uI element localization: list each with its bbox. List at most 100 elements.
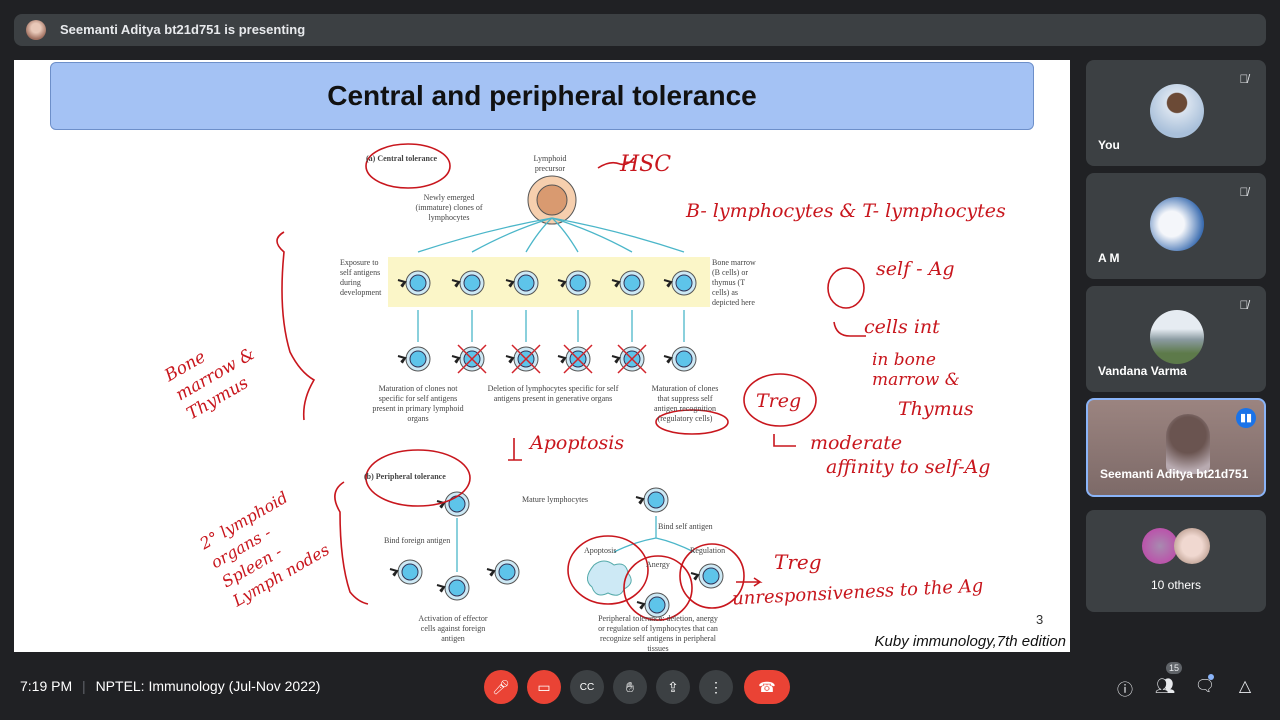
lymphocyte: [557, 270, 591, 296]
deleted-lymphocyte: [505, 344, 541, 374]
annotation-apoptosis: Apoptosis: [530, 432, 625, 454]
chat-icon: 🗨︎: [1194, 678, 1216, 695]
bone-marrow-label: Bone marrow (B cells) or thymus (T cells…: [712, 258, 756, 307]
activities-icon: △: [1238, 678, 1252, 695]
lymphocyte: [690, 563, 724, 589]
more-vert-icon: ⋮: [709, 678, 723, 695]
diagram-graphics: [276, 143, 866, 621]
avatar: [1150, 84, 1204, 138]
arrow: [471, 217, 553, 253]
annotation-treg: Treg: [756, 390, 802, 412]
exposure-band: [388, 257, 710, 307]
peripheral-tolerance-label: (b) Peripheral tolerance: [364, 472, 446, 481]
lymphocyte: [397, 270, 431, 296]
mic-off-icon: 🎙̸: [1239, 185, 1249, 199]
participant-tile-am[interactable]: 🎙̸ A M: [1086, 173, 1266, 279]
lymphocyte: [611, 270, 645, 296]
hand-icon: ✋︎: [626, 678, 634, 695]
annotation-bone-marrow: in bone marrow &: [872, 350, 960, 390]
lymphocyte: [635, 487, 669, 513]
hang-up-icon: ☎︎: [758, 678, 776, 695]
participant-tile-vandana[interactable]: 🎙̸ Vandana Varma: [1086, 286, 1266, 392]
arrow: [551, 217, 579, 253]
participant-tile-seemanti[interactable]: ▮▮ Seemanti Aditya bt21d751: [1086, 398, 1266, 497]
lymphocyte: [436, 491, 470, 517]
people-count-badge: 15: [1166, 662, 1183, 674]
lymphocyte: [397, 346, 431, 372]
participant-name: Seemanti Aditya bt21d751: [1100, 467, 1249, 481]
raise-hand-button[interactable]: ✋︎: [613, 670, 647, 704]
arrow: [417, 217, 553, 253]
avatar: [1150, 197, 1204, 251]
annotation-treg-2: Treg: [774, 550, 822, 574]
participant-name: Vandana Varma: [1098, 364, 1187, 378]
central-tolerance-label: (a) Central tolerance: [366, 154, 438, 163]
mic-off-icon: 🎙̸: [1239, 298, 1249, 312]
lymphoid-precursor-cell: [527, 175, 577, 225]
activation-label: Activation of effector cells against for…: [418, 614, 488, 643]
exposure-label: Exposure to self antigens during develop…: [340, 258, 382, 297]
lymphocyte: [486, 559, 520, 585]
captions-icon: CC: [579, 681, 595, 693]
mic-toggle-button[interactable]: 🎤︎: [484, 670, 518, 704]
lymphoid-precursor-label: Lymphoid precursor: [533, 154, 567, 173]
arrow: [551, 217, 685, 253]
meeting-info: 7:19 PM | NPTEL: Immunology (Jul-Nov 202…: [20, 678, 321, 694]
peripheral-summary-label: Peripheral tolerance: deletion, anergy o…: [598, 614, 718, 652]
presenting-bar: Seemanti Aditya bt21d751 is presenting: [14, 14, 1266, 46]
mic-off-icon: 🎤︎: [492, 678, 510, 695]
lymphocyte: [451, 270, 485, 296]
activities-button[interactable]: △: [1234, 676, 1256, 698]
info-icon: ⓘ: [1116, 682, 1133, 699]
lymphocyte: [636, 592, 670, 618]
arrow: [613, 516, 695, 553]
avatar: [1142, 528, 1178, 564]
speaking-indicator-icon: ▮▮: [1236, 408, 1256, 428]
apoptosis-label: Apoptosis: [584, 546, 617, 555]
annotation-cells-int: cells int: [864, 316, 940, 338]
participant-name: A M: [1098, 251, 1120, 265]
mature-lymphocytes-label: Mature lymphocytes: [522, 495, 588, 504]
people-icon: 👥︎: [1154, 678, 1176, 695]
more-options-button[interactable]: ⋮: [699, 670, 733, 704]
people-button[interactable]: 👥︎ 15: [1154, 662, 1183, 698]
lymphocyte: [436, 575, 470, 601]
slide-title: Central and peripheral tolerance: [327, 80, 757, 111]
handwritten-strokes: [276, 143, 866, 621]
annotation-thymus: Thymus: [898, 398, 974, 420]
lymphocyte: [389, 559, 423, 585]
presenter-avatar: [26, 20, 46, 40]
arrow: [551, 217, 633, 253]
unread-dot: [1208, 674, 1214, 680]
slide-title-box: Central and peripheral tolerance: [50, 62, 1034, 130]
avatar: [1150, 310, 1204, 364]
deleted-lymphocyte: [557, 344, 593, 374]
anergy-label: Anergy: [646, 560, 670, 569]
lymphocyte: [663, 270, 697, 296]
deletion-label: Deletion of lymphocytes specific for sel…: [487, 384, 619, 403]
camera-toggle-button[interactable]: ▭: [527, 670, 561, 704]
annotation-hsc: HSC: [620, 152, 672, 177]
meeting-details-button[interactable]: ⓘ: [1114, 676, 1136, 699]
lymphocyte-cells: [389, 270, 724, 618]
clock: 7:19 PM: [20, 678, 73, 694]
captions-button[interactable]: CC: [570, 670, 604, 704]
annotation-affinity: affinity to self-Ag: [826, 456, 991, 478]
leave-call-button[interactable]: ☎︎: [744, 670, 790, 704]
lymphocyte: [663, 346, 697, 372]
maturation-not-specific-label: Maturation of clones not specific for se…: [372, 384, 464, 423]
regulation-label: Regulation: [690, 546, 726, 555]
annotation-self-ag: self - Ag: [876, 258, 955, 280]
video-feed: [1166, 414, 1210, 474]
avatar: [1174, 528, 1210, 564]
others-count: 10 others: [1150, 578, 1202, 592]
participant-tile-others[interactable]: 10 others: [1086, 510, 1266, 612]
arrows: [417, 217, 695, 572]
annotation-b-t-lymphocytes: B- lymphocytes & T- lymphocytes: [686, 200, 1006, 222]
presenting-text: Seemanti Aditya bt21d751 is presenting: [60, 22, 306, 37]
chat-button[interactable]: 🗨︎: [1194, 674, 1216, 698]
slide-page-number: 3: [1036, 612, 1044, 627]
participant-tile-you[interactable]: 🎙̸ You: [1086, 60, 1266, 166]
present-button[interactable]: ⇪: [656, 670, 690, 704]
slide-credit: Kuby immunology,7th edition: [874, 633, 1067, 650]
